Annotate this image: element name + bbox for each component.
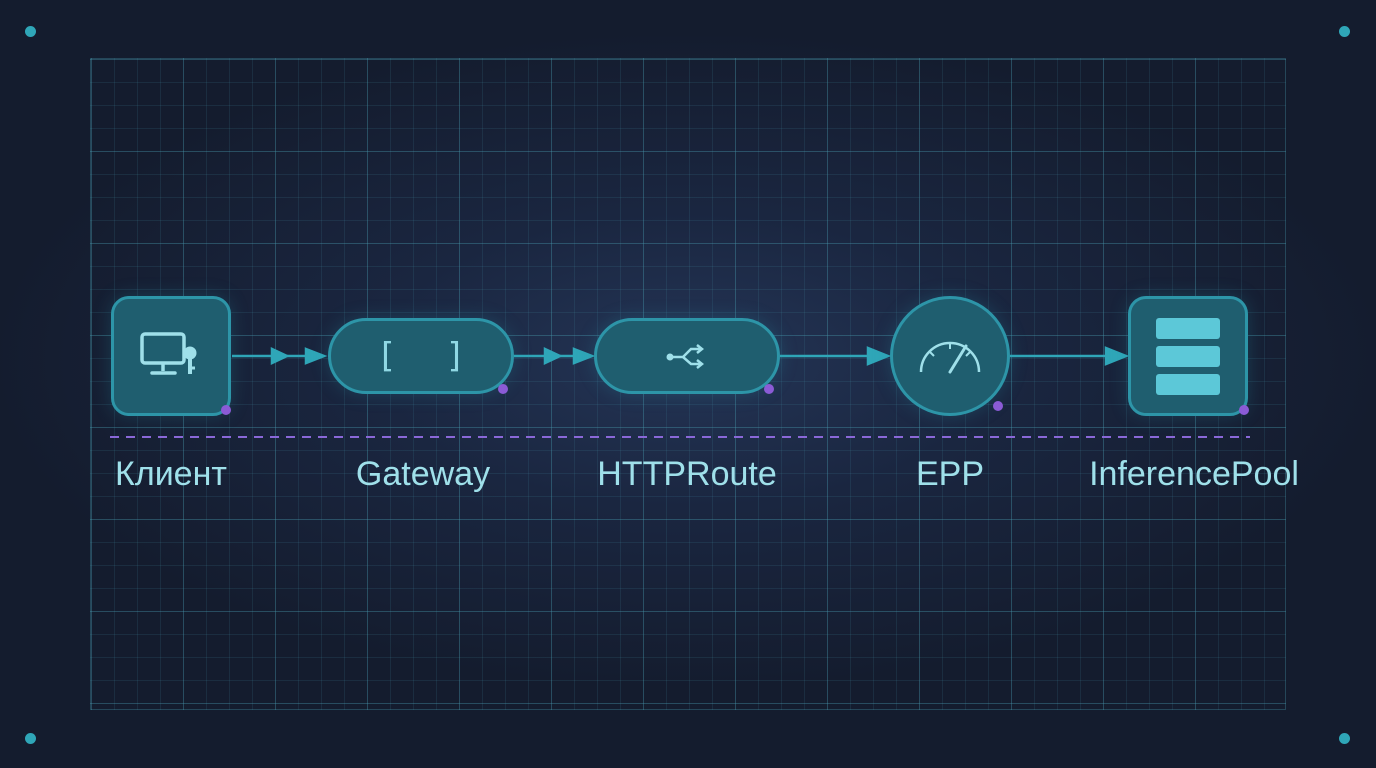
arrow-head-icon [572,347,596,365]
node-client-accent-dot [221,405,231,415]
monitor-key-icon [139,330,203,382]
label-inferencepool: InferencePool [1089,455,1299,493]
corner-dot-bottom-right [1339,733,1350,744]
node-epp-accent-dot [993,401,1003,411]
server-stack-icon [1155,317,1221,395]
node-httproute-accent-dot [764,384,774,394]
node-epp [890,296,1010,416]
arrow-head-icon [866,346,892,366]
node-gateway-accent-dot [498,384,508,394]
label-httproute: HTTPRoute [597,455,777,493]
edge-epp-inferencepool [1010,346,1130,366]
arrow-head-icon [1104,346,1130,366]
corner-dot-top-left [25,26,36,37]
arrow-head-icon [270,347,290,365]
edge-httproute-epp [780,346,892,366]
label-epp: EPP [915,455,985,493]
node-gateway: [ ] [328,318,514,394]
gauge-icon [915,334,985,378]
arrow-head-icon [543,347,563,365]
route-split-icon [665,341,709,371]
edge-gateway-httproute [514,347,596,365]
label-gateway: Gateway [355,455,491,493]
edge-client-gateway [232,347,328,365]
node-inferencepool-accent-dot [1239,405,1249,415]
corner-dot-top-right [1339,26,1350,37]
node-httproute [594,318,780,394]
label-client: Клиент [115,455,227,493]
corner-dot-bottom-left [25,733,36,744]
node-client [111,296,231,416]
brackets-icon: [ ] [376,336,480,376]
node-inferencepool [1128,296,1248,416]
arrow-head-icon [304,347,328,365]
